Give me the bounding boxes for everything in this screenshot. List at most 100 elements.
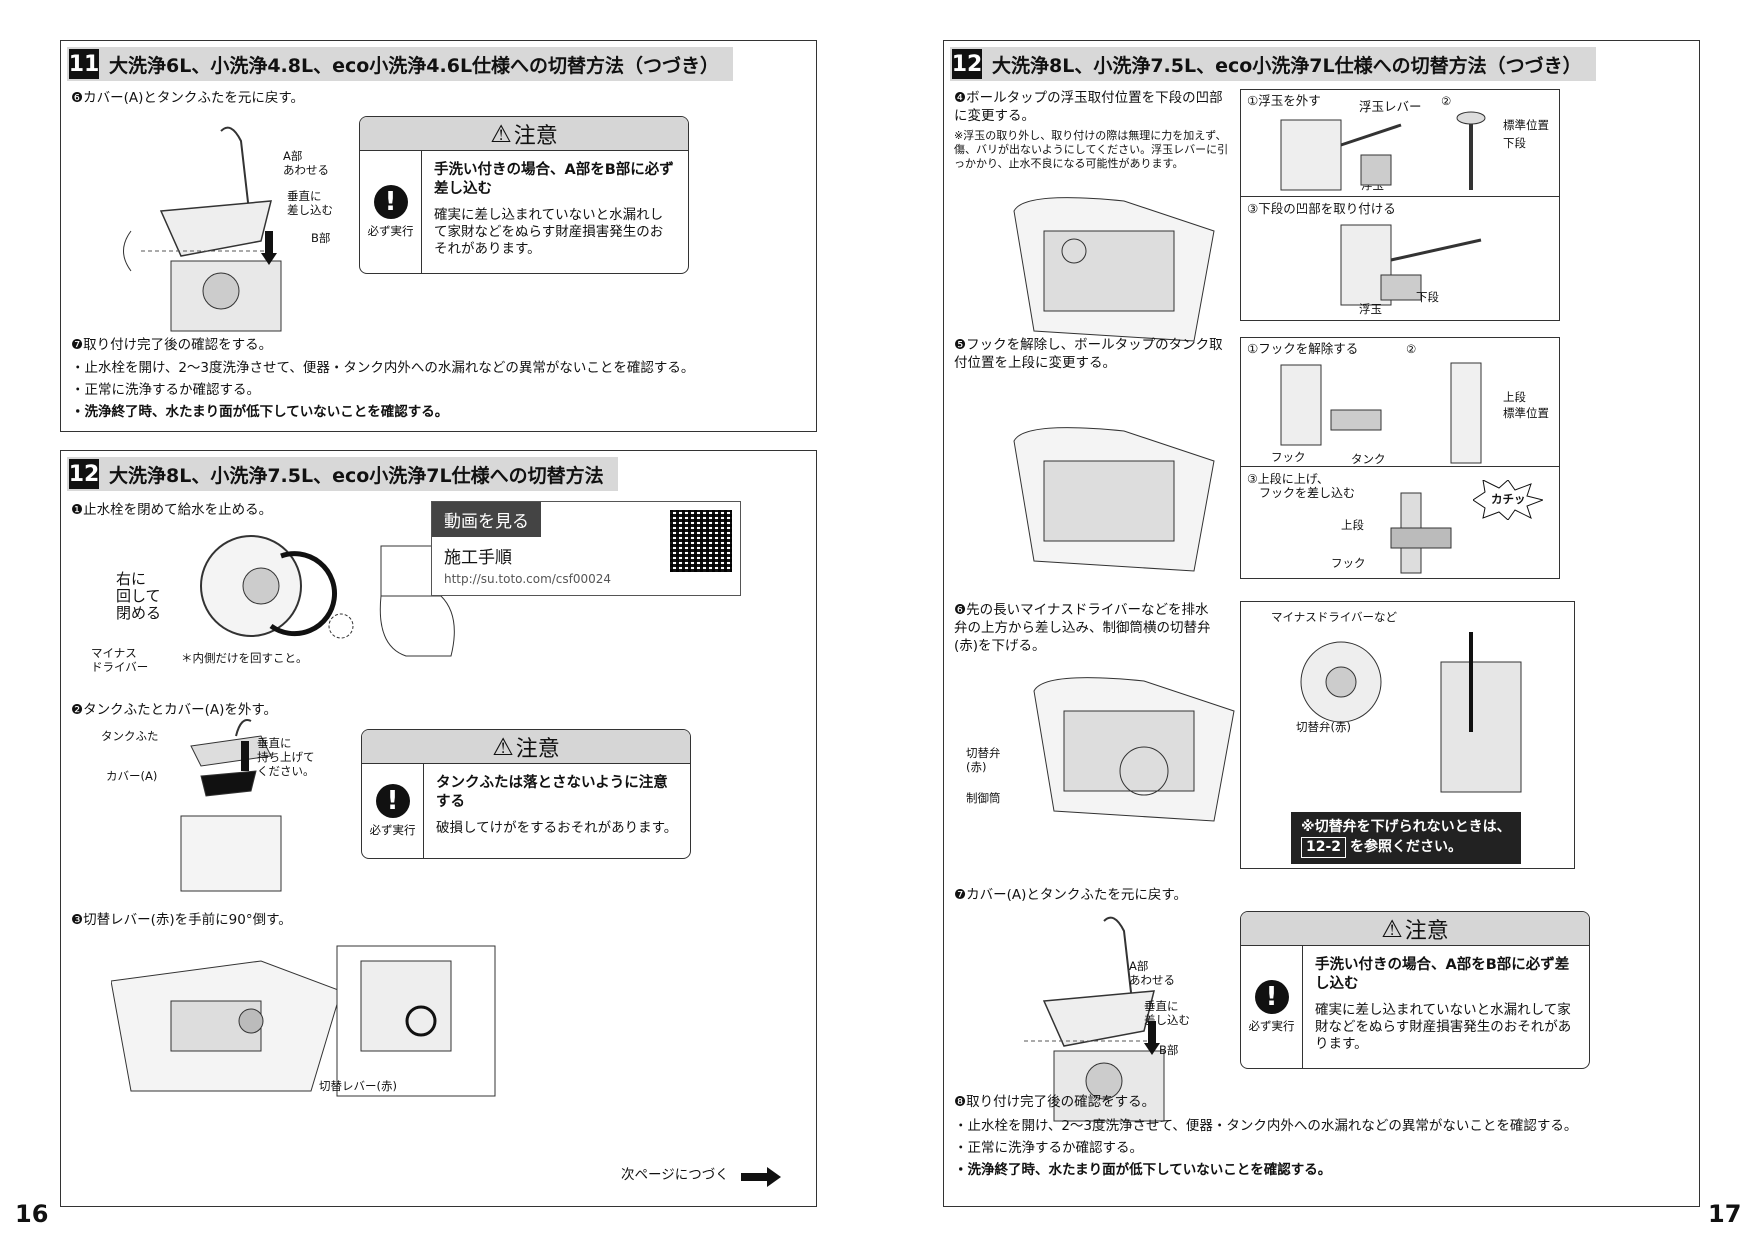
stop-valve-illustration	[200, 535, 455, 657]
float-detail-3	[1340, 224, 1482, 306]
ill6-note1: ※切替弁を下げられないときは、	[1301, 819, 1511, 835]
lever-illustration	[111, 945, 496, 1097]
hook-detail-3	[1390, 492, 1452, 574]
caution-box: ⚠注意 !必ず実行 手洗い付きの場合、A部をB部に必ず差し込む確実に差し込まれて…	[359, 116, 689, 274]
qr-code-icon	[670, 510, 732, 572]
section-12-header: 12 大洗浄8L、小洗浄7.5L、eco小洗浄7L仕様への切替方法	[67, 457, 618, 491]
ill4-divider	[1241, 196, 1559, 197]
section-number: 12	[69, 459, 99, 489]
warning-triangle-icon: ⚠	[492, 732, 514, 761]
step-3-text: ❸切替レバー(赤)を手前に90°倒す。	[71, 912, 292, 928]
section-number: 12	[952, 49, 982, 79]
hook-detail-1	[1280, 364, 1382, 446]
exclamation-icon: !	[375, 784, 410, 818]
caution-title: 注意	[1404, 918, 1449, 944]
video-box[interactable]: 動画を見る 施工手順 http://su.toto.com/csf00024	[431, 501, 741, 596]
tank-illustration-4	[1013, 197, 1215, 342]
ill5-hook: フック	[1271, 450, 1306, 464]
ill5-hook2: フック	[1331, 556, 1366, 570]
step-8-text: ❽取り付け完了後の確認をする。	[954, 1094, 1156, 1110]
illustration-5-panel: ①フックを解除する ② 上段 標準位置 フック タンク ③上段に上げ、 フックを…	[1240, 337, 1560, 579]
continue-arrowhead-icon	[767, 1167, 781, 1187]
ill5-divider	[1241, 466, 1559, 467]
label-b-part: B部	[311, 231, 331, 245]
step-6-text: ❻先の長いマイナスドライバーなどを排水弁の上方から差し込み、制御筒横の切替弁(赤…	[954, 602, 1211, 654]
ill5-p2: ②	[1406, 342, 1417, 356]
must-do-label: 必ず実行	[367, 224, 414, 238]
float-detail-2	[1456, 111, 1486, 190]
must-do-label: 必ず実行	[1248, 1019, 1295, 1033]
ill4-std: 標準位置	[1503, 118, 1549, 132]
ill6-ref[interactable]: 12-2	[1301, 837, 1347, 858]
cover-install-illustration	[123, 126, 282, 332]
up-arrow-icon	[241, 741, 249, 771]
step-4-note: ※浮玉の取り外し、取り付けの際は無理に力を加えず、傷、バリが出ないようにしてくだ…	[954, 129, 1229, 170]
ill5-upper: 上段	[1503, 390, 1526, 404]
warning-triangle-icon: ⚠	[1381, 914, 1403, 943]
ill6-note2: を参照ください。	[1350, 839, 1463, 855]
step-6-text: ❻カバー(A)とタンクふたを元に戻す。	[71, 90, 305, 106]
ill5-click: カチッ	[1491, 492, 1526, 506]
label-turn-close: 右に 回して 閉める	[116, 570, 162, 622]
right-section-box: 12 大洗浄8L、小洗浄7.5L、eco小洗浄7L仕様への切替方法（つづき） ❹…	[943, 40, 1700, 1207]
label-lever: 切替レバー(赤)	[319, 1079, 397, 1093]
ill4-lower2: 下段	[1416, 290, 1439, 304]
caution-text: 確実に差し込まれていないと水漏れして家財などをぬらす財産損害発生のおそれがありま…	[1315, 1002, 1572, 1052]
caution-bold: タンクふたは落とさないように注意する	[436, 775, 668, 810]
caution-box-3: ⚠注意 !必ず実行 手洗い付きの場合、A部をB部に必ず差し込む確実に差し込まれて…	[1240, 911, 1590, 1069]
warning-triangle-icon: ⚠	[490, 119, 512, 148]
check-1: ・止水栓を開け、2～3度洗浄させて、便器・タンク内外への水漏れなどの異常がないこ…	[71, 360, 695, 376]
section-number: 11	[69, 49, 99, 79]
caution-text: 確実に差し込まれていないと水漏れして家財などをぬらす財産損害発生のおそれがありま…	[434, 207, 664, 257]
ill5-tank: タンク	[1351, 452, 1386, 466]
label-cover: カバー(A)	[106, 769, 158, 783]
continue-text: 次ページにつづく	[621, 1167, 729, 1183]
section-11-box: 11 大洗浄6L、小洗浄4.8L、eco小洗浄4.6L仕様への切替方法（つづき）…	[60, 40, 817, 432]
label-lift: 垂直に 持ち上げて ください。	[257, 736, 315, 778]
step-5-text: ❺フックを解除し、ボールタップのタンク取付位置を上段に変更する。	[954, 337, 1223, 371]
video-url[interactable]: http://su.toto.com/csf00024	[444, 572, 612, 586]
label-insert: 垂直に 差し込む	[287, 189, 333, 217]
page-number-left: 16	[15, 1200, 49, 1228]
section-12-box: 12 大洗浄8L、小洗浄7.5L、eco小洗浄7L仕様への切替方法 ❶止水栓を閉…	[60, 450, 817, 1207]
check-2: ・正常に洗浄するか確認する。	[954, 1140, 1143, 1156]
label-a-part: A部 あわせる	[283, 149, 329, 177]
caution-title: 注意	[515, 736, 560, 762]
ill5-p1: ①フックを解除する	[1247, 341, 1359, 356]
section-title: 大洗浄8L、小洗浄7.5L、eco小洗浄7L仕様への切替方法（つづき）	[992, 54, 1582, 77]
valve-detail	[1300, 632, 1522, 793]
label-driver: マイナス ドライバー	[91, 646, 149, 674]
section-title: 大洗浄8L、小洗浄7.5L、eco小洗浄7L仕様への切替方法	[109, 464, 604, 487]
video-header: 動画を見る	[432, 502, 541, 537]
step-1-text: ❶止水栓を閉めて給水を止める。	[71, 502, 273, 518]
exclamation-icon: !	[373, 185, 408, 219]
illustration-4-panel: ①浮玉を外す 浮玉レバー ② 標準位置 下段 浮玉 ③下段の凹部を取り付ける 浮…	[1240, 89, 1560, 321]
check-1: ・止水栓を開け、2～3度洗浄させて、便器・タンク内外への水漏れなどの異常がないこ…	[954, 1118, 1578, 1134]
ill4-p2: ②	[1441, 94, 1452, 108]
ill5-p3: ③上段に上げ、 フックを差し込む	[1247, 472, 1356, 500]
label-inner-note: ＊内側だけを回すこと。	[181, 651, 308, 665]
caution-title: 注意	[513, 123, 558, 149]
must-do-label: 必ず実行	[369, 823, 416, 837]
continue-arrow-icon	[741, 1173, 769, 1181]
ill4-p3: ③下段の凹部を取り付ける	[1247, 201, 1396, 216]
label-lid: タンクふた	[101, 729, 159, 743]
check-3: ・洗浄終了時、水たまり面が低下していないことを確認する。	[954, 1162, 1332, 1178]
ill6-valve: 切替弁 (赤)	[966, 746, 1001, 774]
click-burst-icon	[1473, 480, 1543, 520]
hook-detail-2	[1450, 362, 1482, 464]
caution-box-2: ⚠注意 !必ず実行 タンクふたは落とさないように注意する破損してけがをするおそれ…	[361, 729, 691, 859]
step-7-text: ❼取り付け完了後の確認をする。	[71, 337, 273, 353]
ill6-driver: マイナスドライバーなど	[1271, 610, 1398, 624]
section-title: 大洗浄6L、小洗浄4.8L、eco小洗浄4.6L仕様への切替方法（つづき）	[109, 54, 720, 77]
check-2: ・正常に洗浄するか確認する。	[71, 382, 260, 398]
ill5-std: 標準位置	[1503, 406, 1549, 420]
caution-bold: 手洗い付きの場合、A部をB部に必ず差し込む	[1315, 957, 1570, 992]
ill4-lever: 浮玉レバー	[1359, 99, 1422, 114]
ill7-b: B部	[1159, 1043, 1179, 1057]
remove-lid-illustration	[180, 719, 282, 892]
cover-install-illustration-2	[1024, 916, 1165, 1122]
video-title: 施工手順	[444, 548, 512, 568]
